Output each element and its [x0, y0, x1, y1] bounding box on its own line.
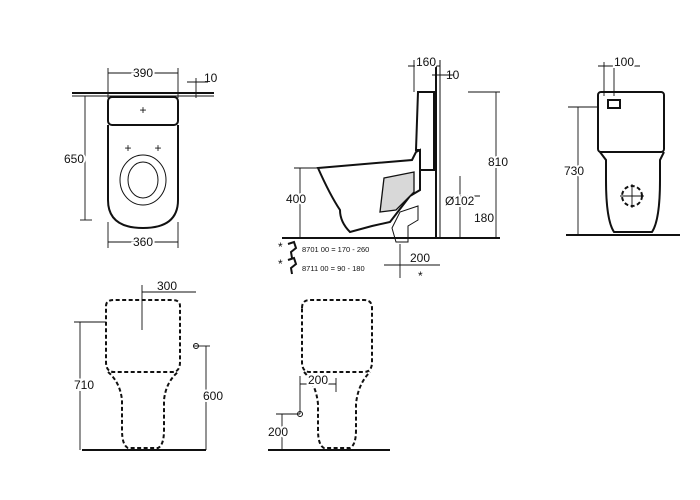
- dim-length-label: 650: [64, 152, 84, 166]
- pan-back: [599, 151, 665, 233]
- dim-outlet-dist-label: 200: [410, 251, 430, 265]
- dim-offset-right-label: 200: [308, 373, 328, 387]
- pan-front-left: [107, 371, 179, 449]
- flush-button-icon: +: [139, 103, 146, 117]
- dim-outlet-dia-label: Ø102: [445, 194, 475, 208]
- trap-2-marker: *: [278, 257, 283, 271]
- hinge-left-icon: +: [124, 141, 131, 155]
- trap-1-text: 8701 00 = 170 - 260: [302, 245, 369, 254]
- front-view-left: 300 600 710: [72, 279, 225, 451]
- trap-2-icon: [287, 256, 298, 275]
- dim-front-height-label: 710: [74, 378, 94, 392]
- dim-outlet-height-label: 180: [474, 211, 494, 225]
- dim-height-label: 810: [488, 155, 508, 169]
- dim-width-label: 390: [133, 66, 153, 80]
- back-view: 100 730: [562, 53, 680, 236]
- outlet-pipe: [391, 205, 419, 243]
- footnote-marker: *: [418, 269, 423, 283]
- top-view: 390 10 + + + 650 360: [62, 64, 218, 251]
- cistern-front-left: [105, 299, 181, 373]
- bowl-opening: [127, 161, 159, 199]
- bowl-outline: [107, 125, 179, 230]
- side-view: 160 10 810 400 Ø102 180 200 * * 8701 00 …: [278, 53, 510, 283]
- dim-depth-label: 160: [416, 55, 436, 69]
- dim-height-right-label: 200: [268, 425, 288, 439]
- trap-cutaway: [379, 171, 415, 213]
- dim-seat-label: 400: [286, 192, 306, 206]
- front-view-right: 200 200: [266, 299, 390, 451]
- cistern-front-right: [301, 299, 373, 373]
- cistern-outline: [107, 96, 179, 126]
- trap-1-marker: *: [278, 240, 283, 254]
- dim-wall-label: 10: [446, 68, 460, 82]
- hinge-right-icon: +: [154, 141, 161, 155]
- cistern-side: [414, 91, 435, 171]
- dim-edge-label: 10: [204, 71, 218, 85]
- dim-base-label: 360: [133, 235, 153, 249]
- dim-back-height-label: 730: [564, 164, 584, 178]
- cistern-back: [597, 91, 665, 153]
- bowl-side: [316, 148, 421, 234]
- pan-front-right: [303, 371, 371, 449]
- inlet-icon: [607, 99, 621, 109]
- dim-inlet-label: 600: [203, 389, 223, 403]
- trap-1-icon: [287, 240, 298, 259]
- inlet-point-icon: [193, 343, 199, 349]
- dim-back-width-label: 100: [614, 55, 634, 69]
- seat-ring: [119, 154, 167, 206]
- dim-offset-label: 300: [157, 279, 177, 293]
- trap-2-text: 8711 00 = 90 - 180: [302, 264, 365, 273]
